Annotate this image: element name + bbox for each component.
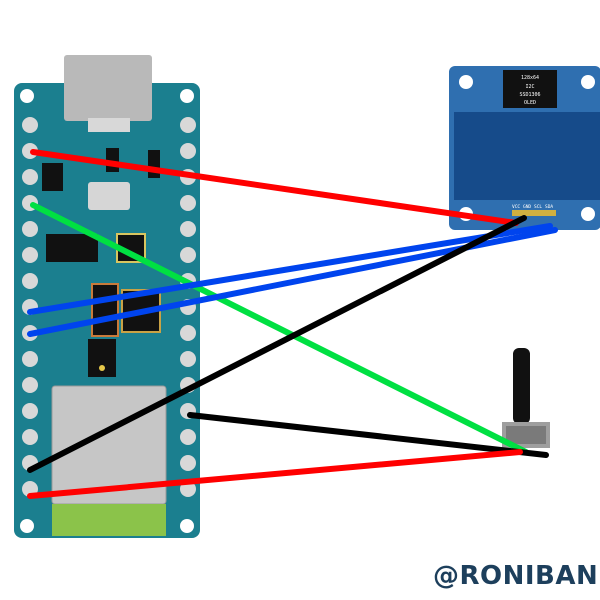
mounting-hole xyxy=(459,75,473,89)
mounting-hole xyxy=(20,519,34,533)
header-pin xyxy=(22,169,38,185)
pin-gnd: GND xyxy=(523,204,531,210)
header-pin xyxy=(180,351,196,367)
mounting-hole xyxy=(180,519,194,533)
black-wire-gnd-oled xyxy=(27,215,527,473)
left-pin-header xyxy=(22,117,38,497)
blue-wire-scl xyxy=(27,223,553,315)
knob-shaft xyxy=(513,348,530,424)
header-pin xyxy=(22,351,38,367)
chip xyxy=(46,234,98,262)
header-pin xyxy=(22,117,38,133)
header-pin xyxy=(22,403,38,419)
capacitor xyxy=(148,150,160,178)
chip-line-2: I2C xyxy=(525,84,534,90)
chip-line-1: 128x64 xyxy=(521,75,539,81)
header-pin xyxy=(22,429,38,445)
header-pin xyxy=(22,221,38,237)
red-wire-vcc xyxy=(30,149,519,226)
header-pin xyxy=(180,117,196,133)
voltage-regulator xyxy=(42,163,63,191)
header-pin xyxy=(180,429,196,445)
header-pin xyxy=(180,455,196,471)
mounting-hole xyxy=(581,207,595,221)
header-pin xyxy=(22,273,38,289)
wires xyxy=(27,149,558,499)
led-module xyxy=(88,339,116,377)
mounting-hole xyxy=(581,75,595,89)
header-pin xyxy=(180,195,196,211)
usb-connector xyxy=(64,55,152,121)
header-pin xyxy=(22,377,38,393)
green-wire-signal xyxy=(30,202,529,455)
mounting-hole xyxy=(180,89,194,103)
antenna xyxy=(52,504,166,536)
header-pin xyxy=(180,325,196,341)
reset-button xyxy=(88,182,130,210)
chip-line-3: SSD1306 xyxy=(519,92,540,98)
header-pin xyxy=(180,247,196,263)
header-pin xyxy=(22,247,38,263)
pin-vcc: VCC xyxy=(512,204,520,210)
pin-scl: SCL xyxy=(534,204,542,210)
black-wire-gnd-pot xyxy=(187,412,549,458)
oled-screen xyxy=(454,112,600,200)
pin-sda: SDA xyxy=(545,204,553,210)
header-pin xyxy=(180,143,196,159)
potentiometer xyxy=(502,348,550,448)
header-pins xyxy=(512,210,556,216)
oled-pins: VCC GND SCL SDA xyxy=(512,204,556,216)
oled-display-module: 128x64 I2C SSD1306 OLED VCC GND SCL SDA xyxy=(449,66,600,230)
watermark-text: @RONIBAN xyxy=(433,561,599,591)
driver-chip xyxy=(503,70,557,108)
red-wire-vcc-pot xyxy=(27,449,523,499)
chip-line-4: OLED xyxy=(524,100,536,106)
mounting-hole xyxy=(20,89,34,103)
header-pin xyxy=(180,221,196,237)
component xyxy=(91,283,119,337)
